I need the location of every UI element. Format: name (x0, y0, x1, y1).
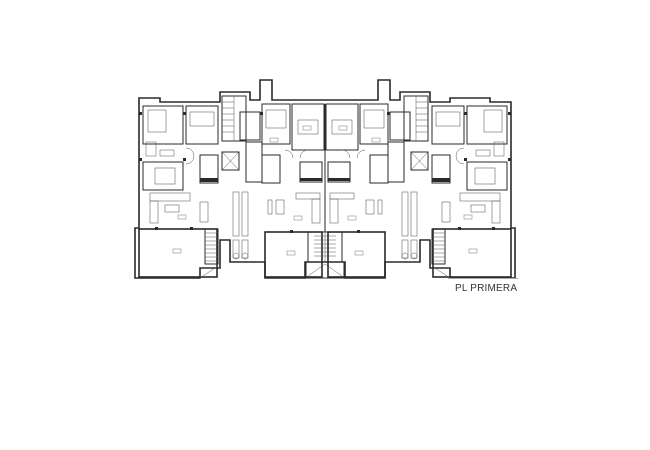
core-center (305, 104, 345, 279)
unit-2 (261, 103, 325, 278)
unit-3 (325, 103, 389, 278)
core-right (387, 95, 429, 260)
core-left (221, 95, 263, 260)
unit-1 (138, 105, 219, 279)
structural-columns (139, 112, 511, 233)
title-underline (448, 278, 518, 279)
unit-4 (431, 105, 512, 279)
building-outline (134, 79, 516, 279)
drawing-title: PL PRIMERA (455, 283, 518, 294)
